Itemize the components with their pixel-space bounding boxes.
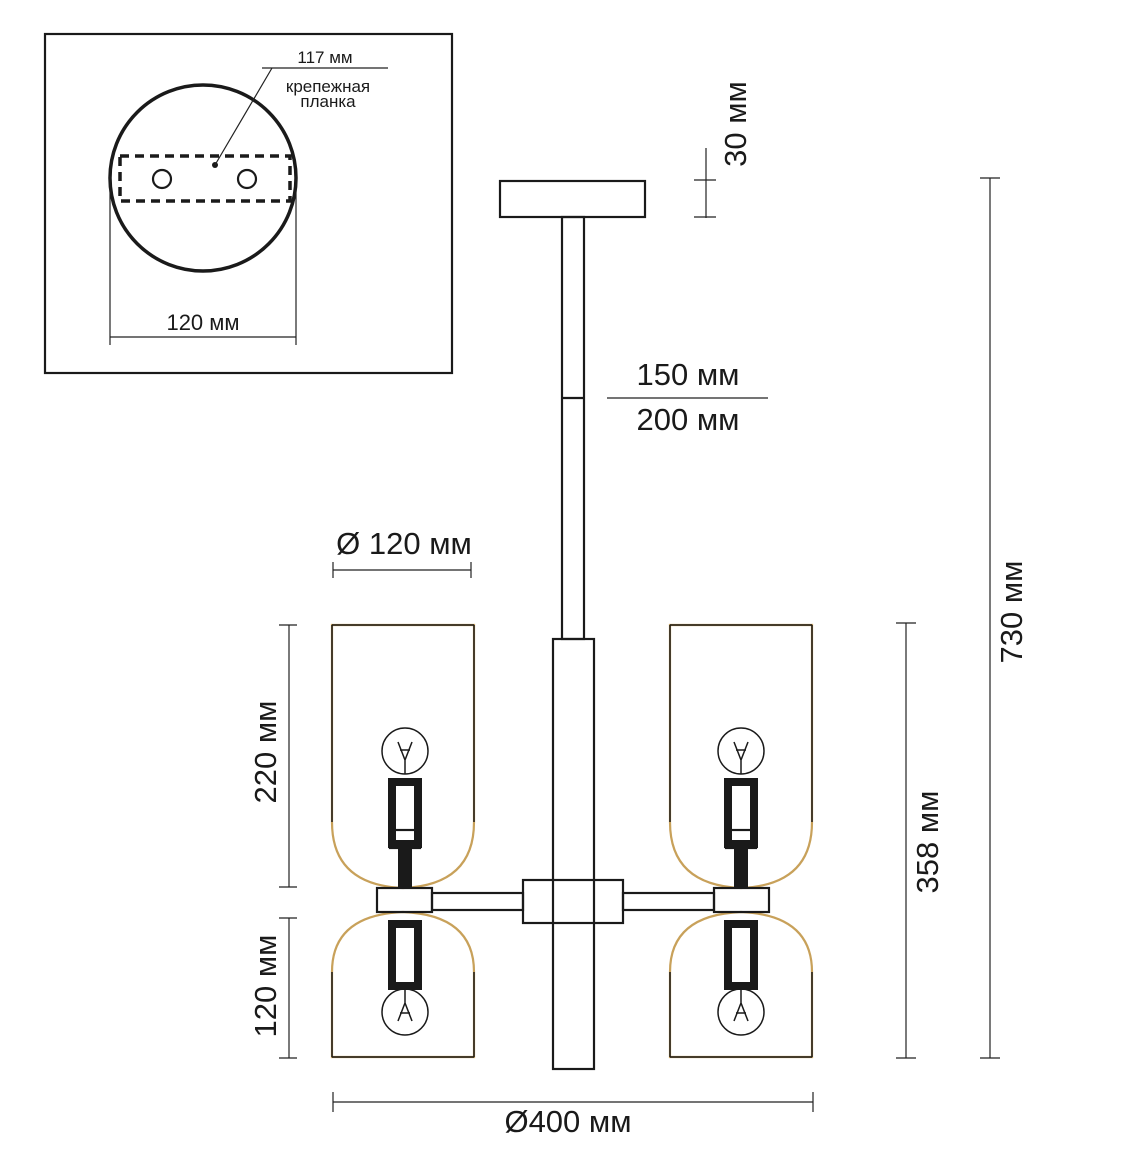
lower-shade-left-outline <box>331 972 475 1058</box>
lower-shade-height-dimension: 120 мм <box>248 917 297 1059</box>
stem-upper-left <box>398 848 412 888</box>
canopy-height-label: 30 мм <box>718 81 753 167</box>
rod-length-dimension: 150 мм 200 мм <box>607 357 768 437</box>
stem-upper-right <box>734 848 748 888</box>
socket-upper-right-slot <box>732 786 750 840</box>
bulb-lower-left <box>381 988 429 1036</box>
canopy-and-rod <box>498 179 647 1071</box>
plate-width-label: 117 мм <box>297 48 352 67</box>
upper-shade-height-dimension: 220 мм <box>248 624 297 888</box>
shade-assembly-left <box>330 623 476 1059</box>
mounting-bar-outline <box>118 154 292 203</box>
rod-length-label-1: 150 мм <box>637 357 740 392</box>
mounting-hole-right <box>236 168 258 190</box>
canopy-circle <box>108 83 298 273</box>
arms <box>430 891 716 912</box>
plate-name-line1: крепежная <box>286 77 370 96</box>
upper-shade-left-outline <box>331 624 475 822</box>
shade-diameter-dimension: Ø 120 мм <box>332 526 472 578</box>
canopy-diameter-label: 120 мм <box>166 310 239 335</box>
shade-assembly-right <box>668 623 814 1059</box>
filament-upper-right <box>733 741 749 774</box>
holder-left <box>375 886 434 914</box>
total-height-label: 730 мм <box>994 561 1029 664</box>
shade-diameter-label: Ø 120 мм <box>336 526 472 561</box>
filament-lower-right <box>733 990 749 1022</box>
bulb-lower-right <box>717 988 765 1036</box>
lower-rod <box>551 637 596 1071</box>
total-diameter-dimension: Ø400 мм <box>332 1092 814 1139</box>
lower-shade-right-outline <box>669 972 813 1058</box>
plate-name-line2: планка <box>300 92 356 111</box>
socket-upper-left-slot <box>396 786 414 840</box>
socket-lower-right-slot <box>732 928 750 982</box>
mounting-plate-inset: 117 мм крепежная планка 120 мм <box>43 32 454 375</box>
filament-upper-left <box>397 741 413 774</box>
holder-right <box>712 886 771 914</box>
filament-lower-left <box>397 990 413 1022</box>
rod-length-label-2: 200 мм <box>637 402 740 437</box>
body-height-label: 358 мм <box>910 791 945 894</box>
body-height-dimension: 358 мм <box>896 622 945 1059</box>
socket-lower-left-slot <box>396 928 414 982</box>
lower-shade-height-label: 120 мм <box>248 935 283 1038</box>
arm-right <box>621 891 716 912</box>
canopy-height-dimension: 30 мм <box>694 81 753 218</box>
inset-frame <box>43 32 454 375</box>
leader-line <box>214 67 273 166</box>
mounting-hole-left <box>151 168 173 190</box>
total-diameter-label: Ø400 мм <box>504 1104 631 1139</box>
canopy <box>498 179 647 219</box>
arm-left <box>430 891 525 912</box>
upper-shade-height-label: 220 мм <box>248 701 283 804</box>
upper-rod <box>560 215 586 641</box>
central-hub <box>521 878 625 925</box>
upper-shade-right-outline <box>669 624 813 822</box>
total-height-dimension: 730 мм <box>980 177 1029 1059</box>
